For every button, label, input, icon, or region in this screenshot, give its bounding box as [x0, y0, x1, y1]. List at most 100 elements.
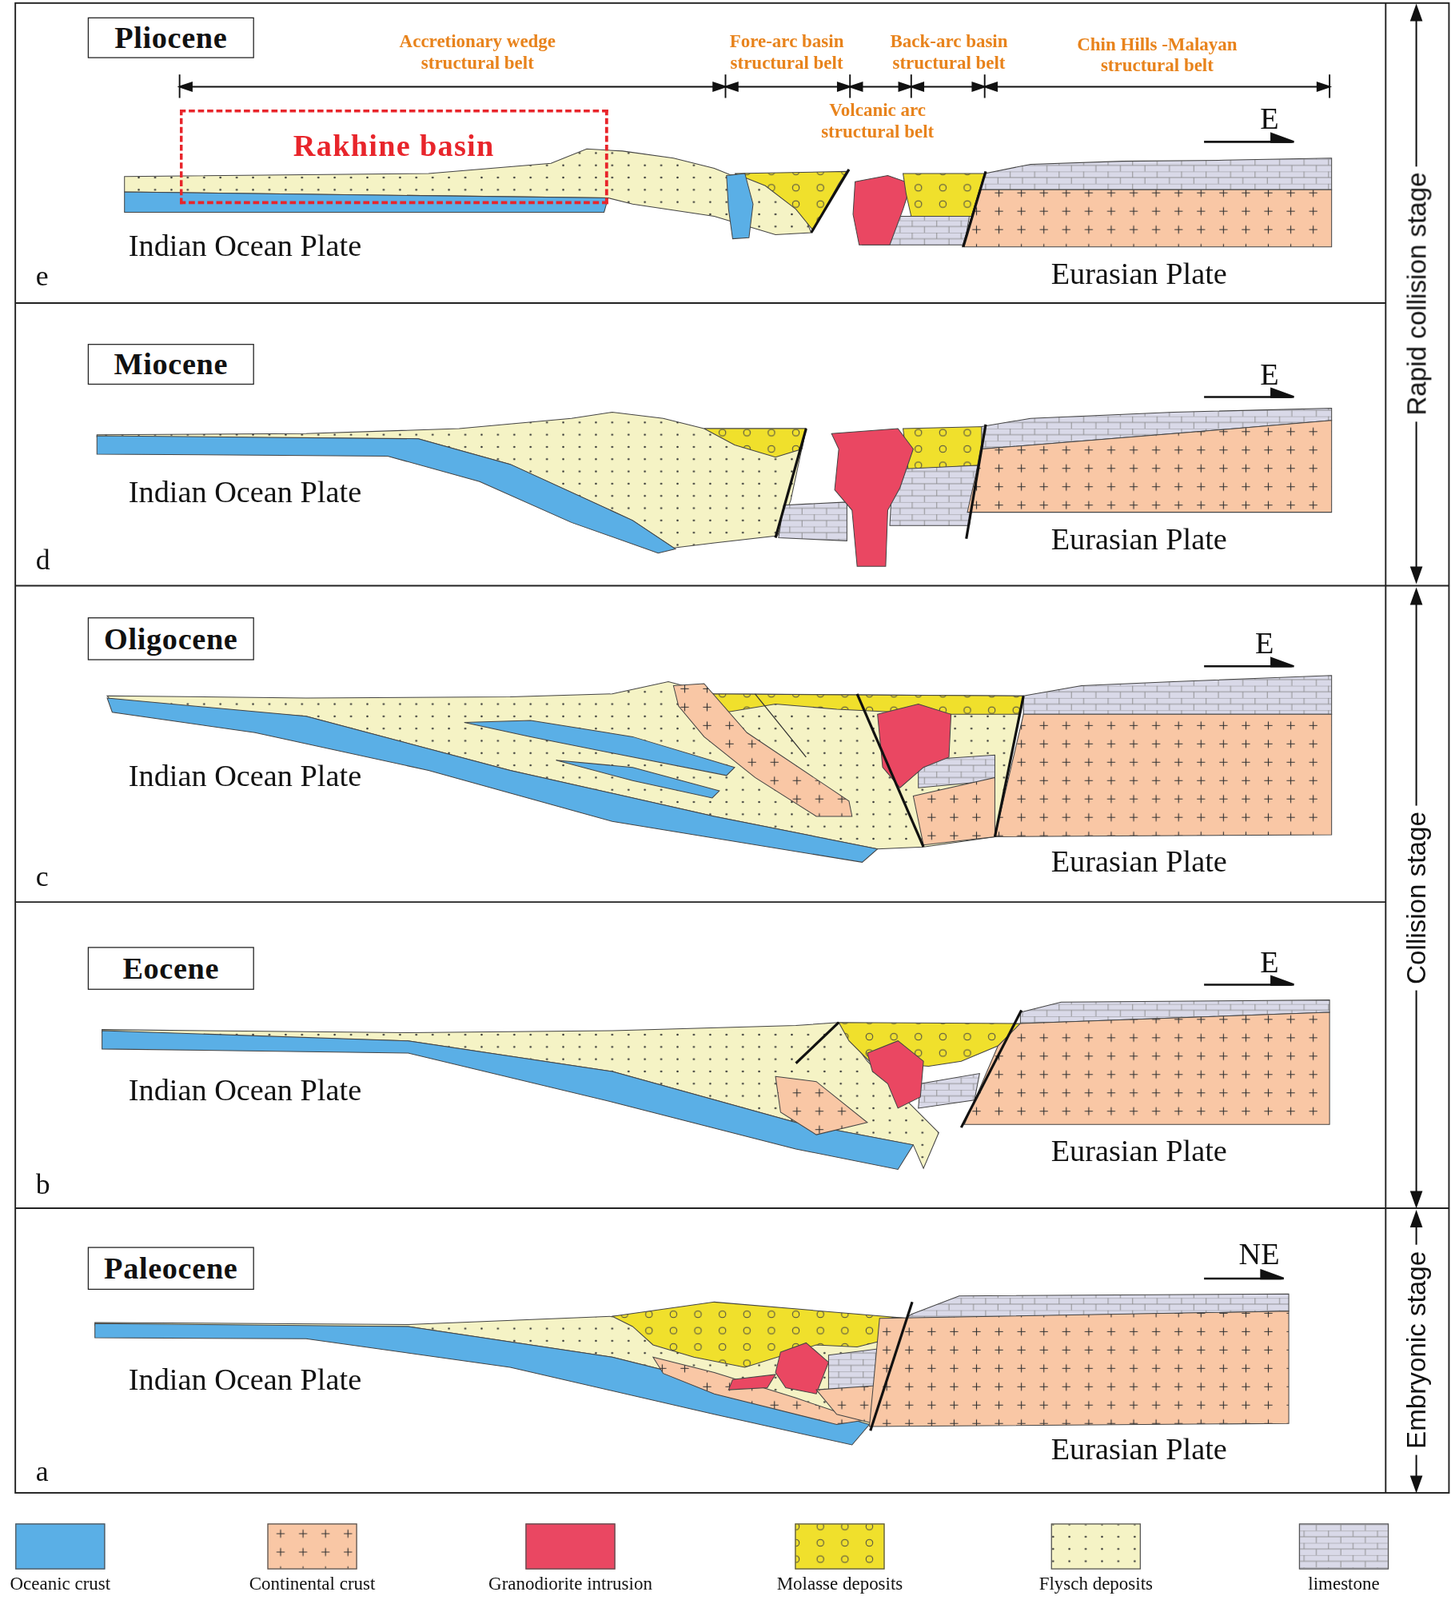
dimension-line — [984, 82, 997, 91]
miocene-section — [704, 428, 807, 458]
paleocene-section — [728, 1374, 776, 1390]
direction-arrow — [1261, 1270, 1284, 1279]
panel-letter: c — [35, 861, 49, 891]
period-name: Eocene — [122, 952, 220, 984]
plate-label: Indian Ocean Plate — [128, 230, 362, 261]
paleocene-section — [869, 1311, 1289, 1427]
panel-letter: d — [35, 546, 51, 575]
plate-label: Indian Ocean Plate — [128, 1074, 362, 1105]
period-box: Pliocene — [87, 17, 255, 59]
plate-label: Eurasian Plate — [1051, 1433, 1228, 1464]
frame — [15, 3, 1449, 1493]
oligocene-section — [912, 777, 995, 845]
direction-label: E — [1259, 103, 1279, 134]
panel-letter: a — [35, 1456, 49, 1486]
belt-label: Back-arc basin structural belt — [872, 30, 1025, 74]
eocene-section — [918, 1073, 981, 1109]
eocene-section — [796, 1022, 840, 1064]
stage-label: Embryonic stage — [1403, 1244, 1430, 1455]
pliocene-section — [963, 171, 986, 247]
legend-text: limestone — [1221, 1574, 1451, 1593]
direction-arrow — [1271, 388, 1294, 397]
pliocene-section — [811, 169, 850, 233]
belt-label: Volcanic arc structural belt — [796, 99, 960, 144]
oligocene-section — [1023, 675, 1332, 714]
period-name: Oligocene — [103, 623, 238, 654]
plate-label: Indian Ocean Plate — [128, 476, 362, 507]
miocene-section — [967, 420, 1332, 513]
dimension-line — [1317, 82, 1330, 91]
plate-label: Eurasian Plate — [1051, 1135, 1228, 1166]
dimension-line — [179, 82, 192, 91]
pliocene-section — [903, 173, 985, 217]
direction-arrow — [1271, 133, 1294, 142]
oligocene-section — [857, 693, 924, 847]
stage-arrow — [1411, 567, 1422, 582]
miocene-section — [96, 407, 1332, 567]
panel-letter: b — [35, 1170, 51, 1200]
dimension-line — [911, 82, 924, 91]
dimension-line — [725, 82, 738, 91]
belt-label: Fore-arc basin structural belt — [709, 30, 863, 74]
oligocene-section — [994, 713, 1332, 837]
eocene-section — [102, 1000, 1330, 1170]
belt-label: Accretionary wedge structural belt — [360, 30, 596, 74]
stage-arrow — [1411, 1211, 1422, 1227]
paleocene-section — [816, 1385, 876, 1424]
paleocene-section — [828, 1348, 877, 1390]
frame — [1384, 3, 1387, 1493]
oligocene-section — [673, 683, 852, 817]
legend-swatch — [15, 1522, 105, 1569]
oligocene-section — [107, 675, 1332, 863]
legend-swatch — [1051, 1522, 1141, 1569]
period-name: Pliocene — [114, 22, 228, 53]
oligocene-section — [556, 760, 720, 798]
basin-name: Rakhine basin — [293, 130, 495, 161]
miocene-section — [775, 428, 806, 539]
dimension-line — [179, 74, 1330, 98]
paleocene-section — [870, 1301, 913, 1431]
plate-label: Eurasian Plate — [1051, 845, 1228, 877]
legend-swatch — [1299, 1522, 1389, 1569]
eocene-section — [960, 1009, 1021, 1128]
direction-arrow — [1271, 976, 1294, 985]
legend-swatch — [794, 1522, 885, 1569]
period-box: Oligocene — [87, 617, 255, 661]
oligocene-section — [755, 693, 807, 758]
plate-label: Indian Ocean Plate — [128, 1363, 362, 1395]
paleocene-section — [775, 1342, 829, 1394]
miocene-section — [966, 424, 986, 539]
dimension-line — [849, 82, 862, 91]
plate-label: Eurasian Plate — [1051, 258, 1228, 289]
period-box: Eocene — [87, 946, 255, 990]
pliocene-section — [962, 189, 1332, 247]
eocene-section — [867, 1040, 924, 1109]
panel-letter: e — [35, 262, 49, 291]
direction-arrow — [1271, 657, 1294, 666]
direction-label: E — [1259, 946, 1279, 977]
oligocene-section — [877, 704, 952, 789]
miocene-section — [778, 502, 848, 541]
legend-text: Flysch deposits — [973, 1574, 1219, 1593]
oligocene-section — [107, 681, 1024, 849]
miocene-section — [96, 412, 806, 549]
miocene-section — [831, 428, 913, 567]
legend-text: Continental crust — [189, 1574, 435, 1593]
stage-label: Collision stage — [1403, 805, 1430, 990]
direction-label: NE — [1239, 1238, 1280, 1269]
period-name: Paleocene — [103, 1252, 238, 1284]
frame — [15, 302, 1386, 304]
legend-swatch — [267, 1522, 357, 1569]
stage-arrow — [1411, 1476, 1422, 1491]
belt-label: Chin Hills -Malayan structural belt — [1040, 33, 1276, 77]
legend-swatch — [525, 1522, 615, 1569]
legend-text: Oceanic crust — [0, 1574, 183, 1593]
period-box: Paleocene — [87, 1246, 255, 1290]
legend-text: Granodiorite intrusion — [447, 1574, 693, 1593]
pliocene-section — [124, 148, 812, 235]
stage-arrow — [1411, 6, 1422, 21]
stage-label: Rapid collision stage — [1403, 166, 1430, 423]
stage-arrow — [1411, 589, 1422, 605]
eocene-section — [102, 1030, 914, 1170]
frame — [15, 1207, 1449, 1209]
